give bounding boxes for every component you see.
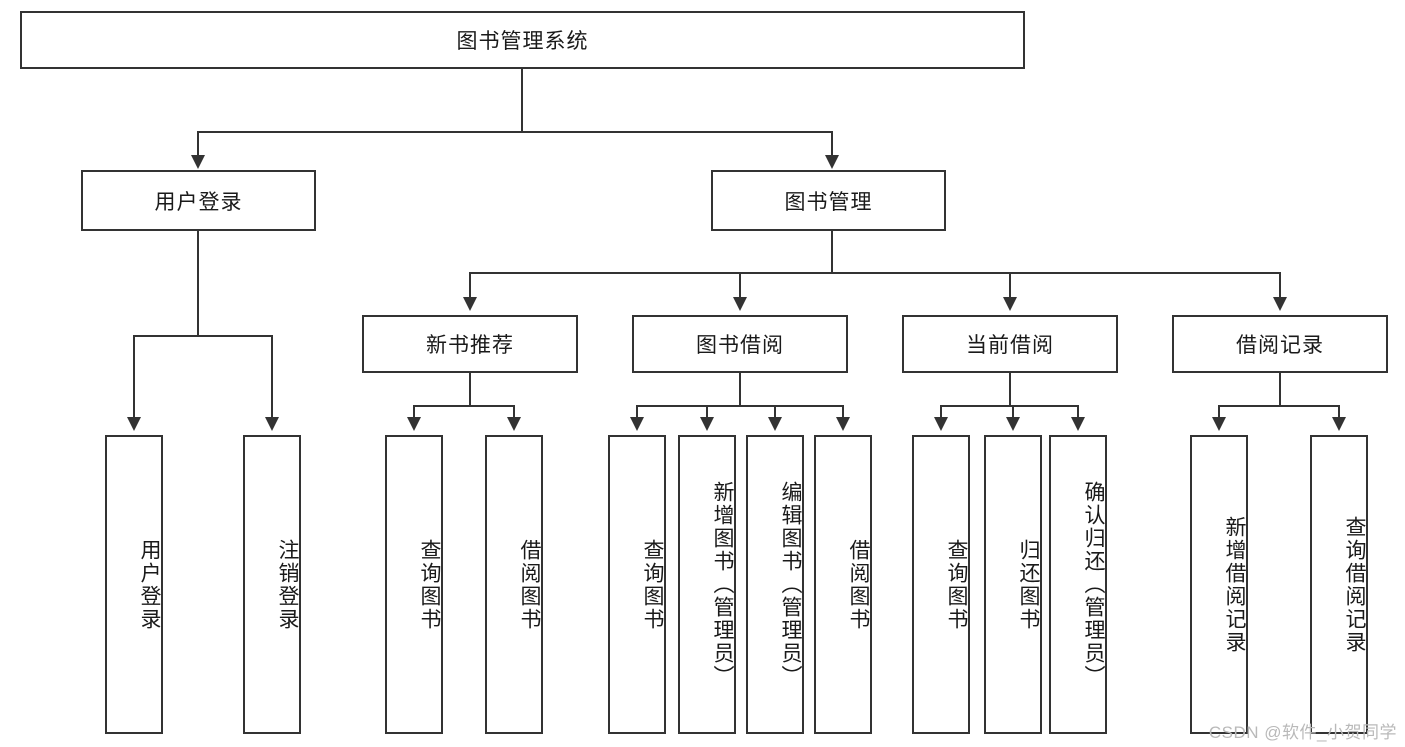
leaf-user-logout[interactable]: 注销登录 xyxy=(243,435,301,734)
leaf-current-query-book[interactable]: 查询图书 xyxy=(912,435,970,734)
arrow-new-books-leaf-1 xyxy=(407,417,421,431)
connector-current-leaf-1 xyxy=(940,405,942,419)
node-current-borrow[interactable]: 当前借阅 xyxy=(902,315,1118,373)
connector-borrow-leaf-3 xyxy=(774,405,776,419)
connector-records-stem xyxy=(1279,373,1281,406)
leaf-borrow-add-book-admin[interactable]: 新增图书（管理员） xyxy=(678,435,736,734)
node-book-management[interactable]: 图书管理 xyxy=(711,170,946,231)
connector-borrow-leaf-1 xyxy=(636,405,638,419)
connector-current-stem xyxy=(1009,373,1011,406)
node-label: 确认归还（管理员） xyxy=(1082,481,1105,688)
node-label: 查询借阅记录 xyxy=(1343,515,1366,654)
node-root-system[interactable]: 图书管理系统 xyxy=(20,11,1025,69)
connector-borrow-bus xyxy=(636,405,844,407)
leaf-borrow-query-book[interactable]: 查询图书 xyxy=(608,435,666,734)
node-label: 归还图书 xyxy=(1017,538,1040,631)
arrow-current-leaf-1 xyxy=(934,417,948,431)
arrow-user-login-leaf-1 xyxy=(127,417,141,431)
connector-new-books-stem xyxy=(469,373,471,406)
leaf-current-return-book[interactable]: 归还图书 xyxy=(984,435,1042,734)
connector-current-bus xyxy=(940,405,1078,407)
arrow-book-mgmt-borrow xyxy=(733,297,747,311)
node-borrow-records[interactable]: 借阅记录 xyxy=(1172,315,1388,373)
leaf-user-login[interactable]: 用户登录 xyxy=(105,435,163,734)
connector-root-stem xyxy=(521,69,523,132)
csdn-watermark: CSDN @软件_小贺同学 xyxy=(1208,723,1397,742)
node-label: 图书管理 xyxy=(784,190,873,214)
connector-user-login-to-leaf-1 xyxy=(133,335,135,419)
connector-root-to-user-login xyxy=(197,131,199,157)
node-label: 新增借阅记录 xyxy=(1223,515,1246,654)
node-label: 编辑图书（管理员） xyxy=(779,481,802,688)
leaf-borrow-edit-book-admin[interactable]: 编辑图书（管理员） xyxy=(746,435,804,734)
connector-borrow-leaf-2 xyxy=(706,405,708,419)
arrow-borrow-leaf-2 xyxy=(700,417,714,431)
arrow-current-leaf-3 xyxy=(1071,417,1085,431)
arrow-book-mgmt-current xyxy=(1003,297,1017,311)
arrow-book-mgmt-new-books xyxy=(463,297,477,311)
connector-borrow-stem xyxy=(739,373,741,406)
node-new-book-recommend[interactable]: 新书推荐 xyxy=(362,315,578,373)
connector-current-leaf-2 xyxy=(1012,405,1014,419)
node-label: 注销登录 xyxy=(276,538,299,631)
connector-book-mgmt-to-records xyxy=(1279,272,1281,299)
connector-root-to-book-mgmt xyxy=(831,131,833,157)
arrow-book-mgmt-records xyxy=(1273,297,1287,311)
arrow-root-to-book-mgmt xyxy=(825,155,839,169)
leaf-records-add-record[interactable]: 新增借阅记录 xyxy=(1190,435,1248,734)
leaf-new-books-borrow-book[interactable]: 借阅图书 xyxy=(485,435,543,734)
node-label: 当前借阅 xyxy=(966,334,1054,357)
leaf-borrow-borrow-book[interactable]: 借阅图书 xyxy=(814,435,872,734)
connector-current-leaf-3 xyxy=(1077,405,1079,419)
connector-book-mgmt-to-new-books xyxy=(469,272,471,299)
connector-book-mgmt-bus xyxy=(469,272,1280,274)
connector-user-login-to-leaf-2 xyxy=(271,335,273,419)
node-book-borrow[interactable]: 图书借阅 xyxy=(632,315,848,373)
node-label: 借阅图书 xyxy=(847,538,870,631)
connector-borrow-leaf-4 xyxy=(842,405,844,419)
node-label: 用户登录 xyxy=(138,538,161,631)
node-label: 借阅记录 xyxy=(1236,334,1324,357)
node-label: 图书借阅 xyxy=(696,334,784,357)
arrow-records-leaf-1 xyxy=(1212,417,1226,431)
connector-records-leaf-2 xyxy=(1338,405,1340,419)
arrow-new-books-leaf-2 xyxy=(507,417,521,431)
node-label: 新增图书（管理员） xyxy=(711,481,734,688)
node-label: 查询图书 xyxy=(418,538,441,631)
node-label: 用户登录 xyxy=(154,190,243,214)
arrow-records-leaf-2 xyxy=(1332,417,1346,431)
arrow-borrow-leaf-4 xyxy=(836,417,850,431)
node-user-login[interactable]: 用户登录 xyxy=(81,170,316,231)
connector-new-books-leaf-2 xyxy=(513,405,515,419)
connector-new-books-leaf-1 xyxy=(413,405,415,419)
connector-root-bus xyxy=(197,131,833,133)
node-label: 新书推荐 xyxy=(426,334,514,357)
node-label: 图书管理系统 xyxy=(456,30,589,53)
node-label: 借阅图书 xyxy=(518,538,541,631)
connector-book-mgmt-stem xyxy=(831,231,833,273)
arrow-user-login-leaf-2 xyxy=(265,417,279,431)
node-label: 查询图书 xyxy=(945,538,968,631)
node-label: 查询图书 xyxy=(641,538,664,631)
connector-user-login-stem xyxy=(197,231,199,336)
connector-records-leaf-1 xyxy=(1218,405,1220,419)
arrow-borrow-leaf-1 xyxy=(630,417,644,431)
arrow-borrow-leaf-3 xyxy=(768,417,782,431)
leaf-new-books-query-book[interactable]: 查询图书 xyxy=(385,435,443,734)
leaf-records-query-record[interactable]: 查询借阅记录 xyxy=(1310,435,1368,734)
connector-book-mgmt-to-borrow xyxy=(739,272,741,299)
connector-book-mgmt-to-current xyxy=(1009,272,1011,299)
arrow-current-leaf-2 xyxy=(1006,417,1020,431)
leaf-current-confirm-return-admin[interactable]: 确认归还（管理员） xyxy=(1049,435,1107,734)
connector-user-login-bus xyxy=(133,335,271,337)
connector-records-bus xyxy=(1218,405,1340,407)
connector-new-books-bus xyxy=(413,405,515,407)
arrow-root-to-user-login xyxy=(191,155,205,169)
